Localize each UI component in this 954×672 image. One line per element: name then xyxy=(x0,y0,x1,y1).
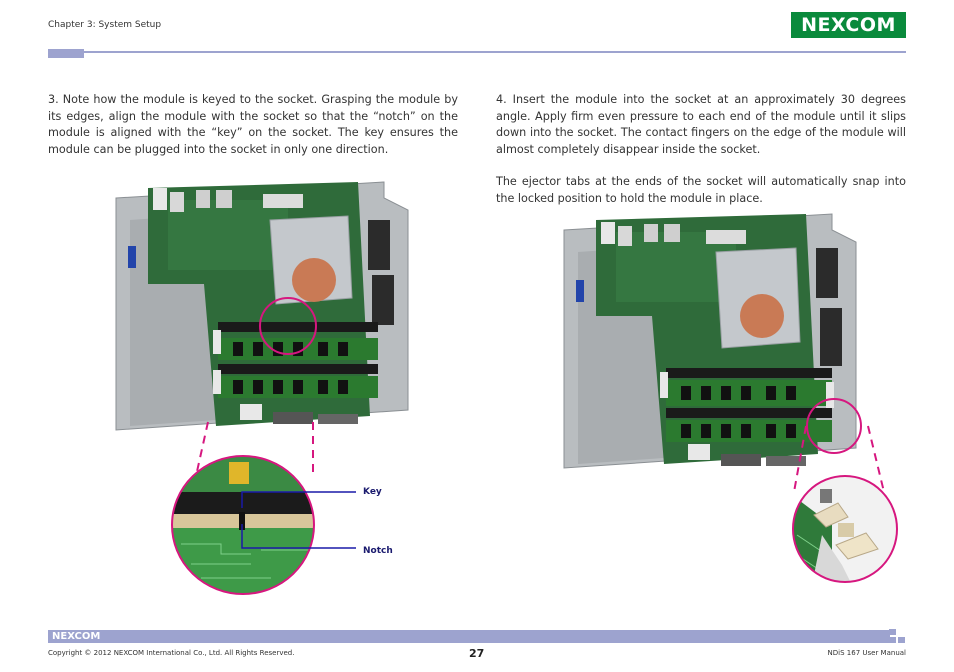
nexcom-logo: NEXCOM xyxy=(791,12,906,38)
footer-squares-icon xyxy=(889,629,907,644)
zoom-guides-right xyxy=(793,425,885,493)
board-photo-right xyxy=(563,213,862,469)
zoom-detail-key-notch xyxy=(171,455,315,595)
callout-key: Key xyxy=(363,487,382,497)
page-number: 27 xyxy=(469,647,485,660)
manual-title: NDiS 167 User Manual xyxy=(827,649,906,657)
step-4-paragraph: 4. Insert the module into the socket at … xyxy=(496,93,906,156)
callout-lines xyxy=(241,491,356,549)
step-4-paragraph-2: The ejector tabs at the ends of the sock… xyxy=(496,175,906,205)
step-3-text: 3. Note how the module is keyed to the s… xyxy=(48,92,458,158)
copyright-text: Copyright © 2012 NEXCOM International Co… xyxy=(48,649,295,657)
footer-bar xyxy=(48,630,890,643)
step-4-text: 4. Insert the module into the socket at … xyxy=(496,92,906,207)
header-tab xyxy=(48,49,84,58)
board-photo-left xyxy=(115,181,409,431)
step-3-paragraph: 3. Note how the module is keyed to the s… xyxy=(48,93,458,156)
footer-logo: NEXCOM xyxy=(52,631,101,642)
header-divider xyxy=(48,51,906,53)
logo-text: NEXCOM xyxy=(801,14,896,36)
callout-notch: Notch xyxy=(363,546,393,556)
zoom-guides-left xyxy=(195,421,314,477)
chapter-title: Chapter 3: System Setup xyxy=(48,20,162,30)
zoom-detail-ejector xyxy=(792,475,898,583)
